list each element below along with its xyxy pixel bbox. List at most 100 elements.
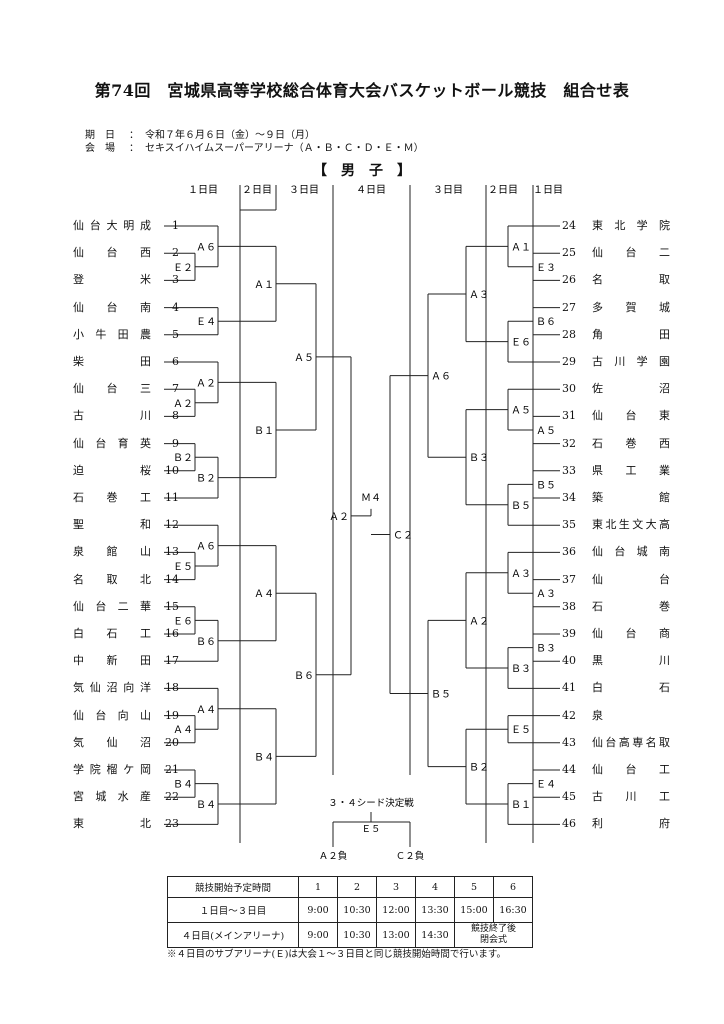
final-court-label: Ｍ４ [361, 493, 381, 504]
team-seed: 7 [172, 382, 179, 396]
team-name: 柴田 [73, 355, 151, 368]
team-name: 東北 [73, 817, 151, 831]
team-name: 仙台三 [73, 382, 151, 396]
team-seed: 30 [562, 382, 576, 396]
team-name: 古川学園 [592, 355, 670, 368]
right-team-entry: 41 白石 [562, 681, 670, 695]
schedule-row-label: １日目～３日目 [167, 897, 299, 923]
court-label: Ｂ５ [536, 480, 556, 491]
court-label: Ａ２ [469, 616, 489, 627]
left-team-entry: 石巻工 11 [73, 491, 179, 505]
team-seed: 41 [562, 681, 576, 695]
team-name: 迫桜 [73, 463, 151, 477]
schedule-col: 6 [493, 876, 533, 898]
right-team-entry: 42 泉 [562, 709, 670, 723]
left-team-entry: 気仙沼 20 [73, 736, 179, 750]
court-label: Ｂ２ [196, 474, 216, 485]
court-label: Ｅ６ [173, 616, 193, 627]
court-label: Ｂ６ [536, 317, 556, 328]
venue-label: 会 場 [85, 143, 115, 154]
page-title: 第74回 宮城県高等学校総合体育大会バスケットボール競技 組合せ表 [94, 81, 630, 100]
team-seed: 28 [562, 327, 576, 341]
team-seed: 26 [562, 273, 576, 287]
schedule-header-row: 競技開始予定時間 1 2 3 4 5 6 [167, 876, 533, 898]
court-label: Ｂ１ [254, 426, 274, 437]
team-seed: 45 [562, 790, 576, 804]
team-name: 宮城水産 [73, 790, 151, 804]
team-name: 仙台東 [592, 409, 670, 423]
team-seed: 5 [172, 327, 179, 341]
court-label: Ｂ４ [196, 800, 216, 811]
closing-note-line1: 競技終了後 [470, 924, 516, 934]
schedule-time: 10:30 [337, 922, 377, 948]
court-label: Ｅ６ [511, 338, 531, 349]
team-name: 石巻西 [592, 436, 670, 450]
court-label: Ａ４ [173, 725, 193, 736]
court-label: Ｂ４ [254, 752, 274, 763]
team-seed: 42 [562, 708, 576, 722]
team-name: 仙台二 [592, 246, 670, 260]
team-name: 泉 [592, 708, 603, 722]
court-label: Ｅ４ [196, 317, 216, 328]
court-label: Ａ４ [254, 589, 274, 600]
court-label: Ｂ３ [536, 644, 556, 655]
team-name: 白石 [592, 681, 670, 695]
team-name: 気仙沼 [73, 735, 151, 749]
team-name: 古川工 [592, 790, 670, 804]
team-seed: 11 [165, 491, 179, 504]
team-seed: 20 [165, 735, 179, 749]
team-seed: 17 [165, 654, 179, 668]
court-label: Ａ６ [431, 372, 451, 383]
court-label: Ｂ２ [469, 763, 489, 774]
schedule-col: 4 [415, 876, 455, 898]
court-label: Ａ２ [196, 378, 216, 389]
day-header-l2: ２日目 [242, 185, 272, 196]
third-place-court: Ｅ５ [361, 824, 380, 835]
team-seed: 18 [165, 681, 179, 695]
day-header-r1: １日目 [533, 185, 563, 196]
team-seed: 36 [562, 545, 576, 559]
team-name: 石巻 [592, 599, 670, 613]
left-team-entry: 仙台三 7 [73, 382, 179, 396]
team-seed: 40 [562, 654, 576, 668]
third-place-left-label: Ａ２負 [319, 850, 348, 862]
date-colon: ： [129, 130, 139, 141]
team-name: 仙台二華 [73, 599, 151, 613]
court-label: Ａ１ [254, 280, 274, 291]
team-name: 東北学院 [592, 219, 670, 232]
team-seed: 14 [165, 572, 179, 586]
team-name: 石巻工 [73, 491, 151, 504]
day-header-c4: ４日目 [356, 185, 386, 196]
day-header-l1: １日目 [188, 185, 218, 196]
team-seed: 32 [562, 436, 576, 450]
venue-value: セキスイハイムスーパーアリーナ（Ａ・Ｂ・Ｃ・Ｄ・Ｅ・Ｍ） [145, 143, 424, 154]
court-label: Ｅ２ [173, 263, 193, 274]
court-label: Ａ３ [469, 290, 489, 301]
team-seed: 16 [165, 627, 179, 640]
team-seed: 22 [165, 790, 179, 804]
team-seed: 33 [562, 463, 576, 477]
date-label: 期 日 [85, 130, 115, 141]
court-label: Ａ２ [329, 512, 349, 523]
